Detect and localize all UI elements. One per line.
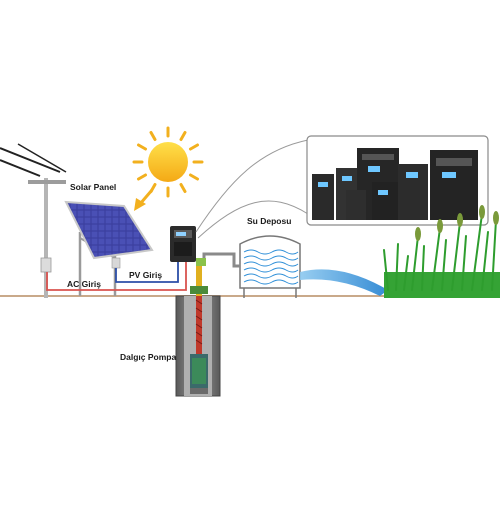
pv-cable [115, 262, 179, 283]
water-tank [239, 235, 301, 298]
ac-cable [46, 262, 187, 291]
sunlight-arrow-icon [134, 189, 154, 211]
pv-input-label: PV Giriş [129, 270, 163, 280]
water-tank-label: Su Deposu [247, 216, 292, 226]
submersible-pump-label: Dalgıç Pompa [120, 352, 177, 362]
water-spray [300, 269, 388, 296]
submersible-pump [190, 296, 208, 394]
sun-icon [132, 126, 204, 198]
ac-input-label: AC Giriş [67, 279, 102, 289]
utility-pole [0, 143, 67, 298]
callout-line [195, 139, 309, 233]
grass-field [383, 205, 500, 298]
solar-panel-label: Solar Panel [70, 182, 117, 192]
callout-line-2 [197, 200, 309, 239]
supply-pipe [202, 252, 240, 268]
inverter-unit [170, 226, 196, 262]
inverter-product-inset [306, 135, 489, 226]
solar-panel [64, 200, 154, 296]
